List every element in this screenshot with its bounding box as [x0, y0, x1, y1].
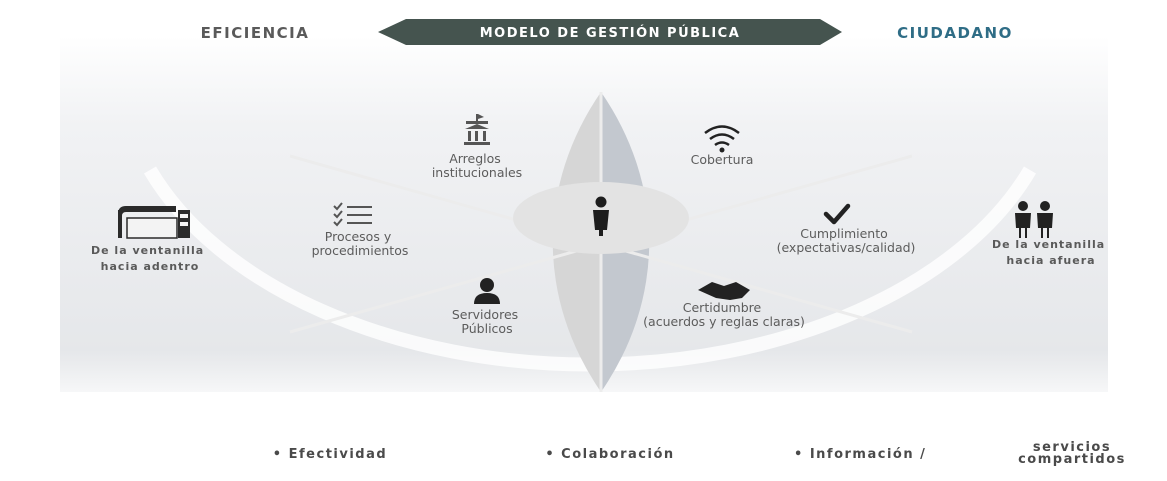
- side-label: hacia adentro: [101, 260, 200, 273]
- side-label: De la ventanilla: [992, 238, 1105, 251]
- svg-text:Servidores Públicos: Servidores Públicos: [452, 307, 522, 336]
- svg-text:De la ventanilla hacia a: De la ventanilla hacia afuera: [992, 238, 1110, 267]
- svg-text:De la ventanilla hacia a: De la ventanilla hacia adentro: [91, 244, 209, 273]
- left-side-block: De la ventanilla hacia adentro: [91, 206, 209, 273]
- svg-text:Procesos y procedimiento: Procesos y procedimientos: [312, 229, 409, 258]
- citizen-icon: [593, 196, 609, 236]
- checkmark-icon: [823, 203, 851, 225]
- result-servicios: servicios: [1033, 440, 1111, 455]
- segment-label: (expectativas/calidad): [777, 240, 916, 255]
- segment-cobertura: Cobertura: [691, 125, 754, 167]
- segment-label: (acuerdos y reglas claras): [643, 314, 805, 329]
- result-compartidos: compartidos: [1018, 452, 1126, 467]
- segment-label: Públicos: [461, 321, 512, 336]
- results-title: RESULTADOS: [543, 410, 659, 426]
- segment-servidores: Servidores Públicos: [452, 278, 522, 336]
- ciudadano-heading: CIUDADANO: [897, 24, 1013, 42]
- right-side-block: De la ventanilla hacia afuera: [992, 201, 1110, 267]
- segment-certidumbre: Certidumbre (acuerdos y reglas claras): [643, 282, 805, 329]
- result-efectividad: • Efectividad: [273, 447, 387, 462]
- building-icon: [464, 114, 490, 145]
- result-informacion: • Información /: [794, 447, 926, 462]
- wifi-icon: [704, 125, 740, 147]
- svg-text:Cumplimiento (expectativ: Cumplimiento (expectativas/calidad): [777, 226, 916, 255]
- banner-title: MODELO DE GESTIÓN PÚBLICA: [480, 25, 741, 41]
- segment-label: Cobertura: [691, 152, 754, 167]
- side-label: De la ventanilla: [91, 244, 204, 257]
- svg-text:Certidumbre (acuerdos y: Certidumbre (acuerdos y reglas claras): [643, 300, 805, 329]
- svg-text:Cobertura: Cobertura: [691, 152, 754, 167]
- segment-label: Cumplimiento: [800, 226, 888, 241]
- person-icon: [474, 278, 500, 304]
- segment-cumplimiento: Cumplimiento (expectativas/calidad): [777, 203, 916, 255]
- segment-label: Servidores: [452, 307, 518, 322]
- svg-text:Arreglos institucionales: Arreglos institucionales: [432, 151, 522, 180]
- handshake-icon: [698, 282, 750, 300]
- side-label: hacia afuera: [1006, 254, 1095, 267]
- segment-label: Procesos y: [325, 229, 392, 244]
- counter-icon: [118, 206, 190, 239]
- wifi-dot: [719, 147, 725, 153]
- checklist-icon: [333, 202, 372, 227]
- segment-label: procedimientos: [312, 243, 409, 258]
- segment-label: institucionales: [432, 165, 522, 180]
- segment-label: Certidumbre: [683, 300, 762, 315]
- title-banner: [378, 19, 842, 45]
- segment-label: Arreglos: [449, 151, 501, 166]
- eficiencia-heading: EFICIENCIA: [201, 24, 310, 42]
- segment-procesos: Procesos y procedimientos: [312, 202, 409, 258]
- result-colaboracion: • Colaboración: [545, 447, 674, 462]
- people-icon: [1015, 201, 1053, 238]
- segment-arreglos: Arreglos institucionales: [432, 114, 522, 180]
